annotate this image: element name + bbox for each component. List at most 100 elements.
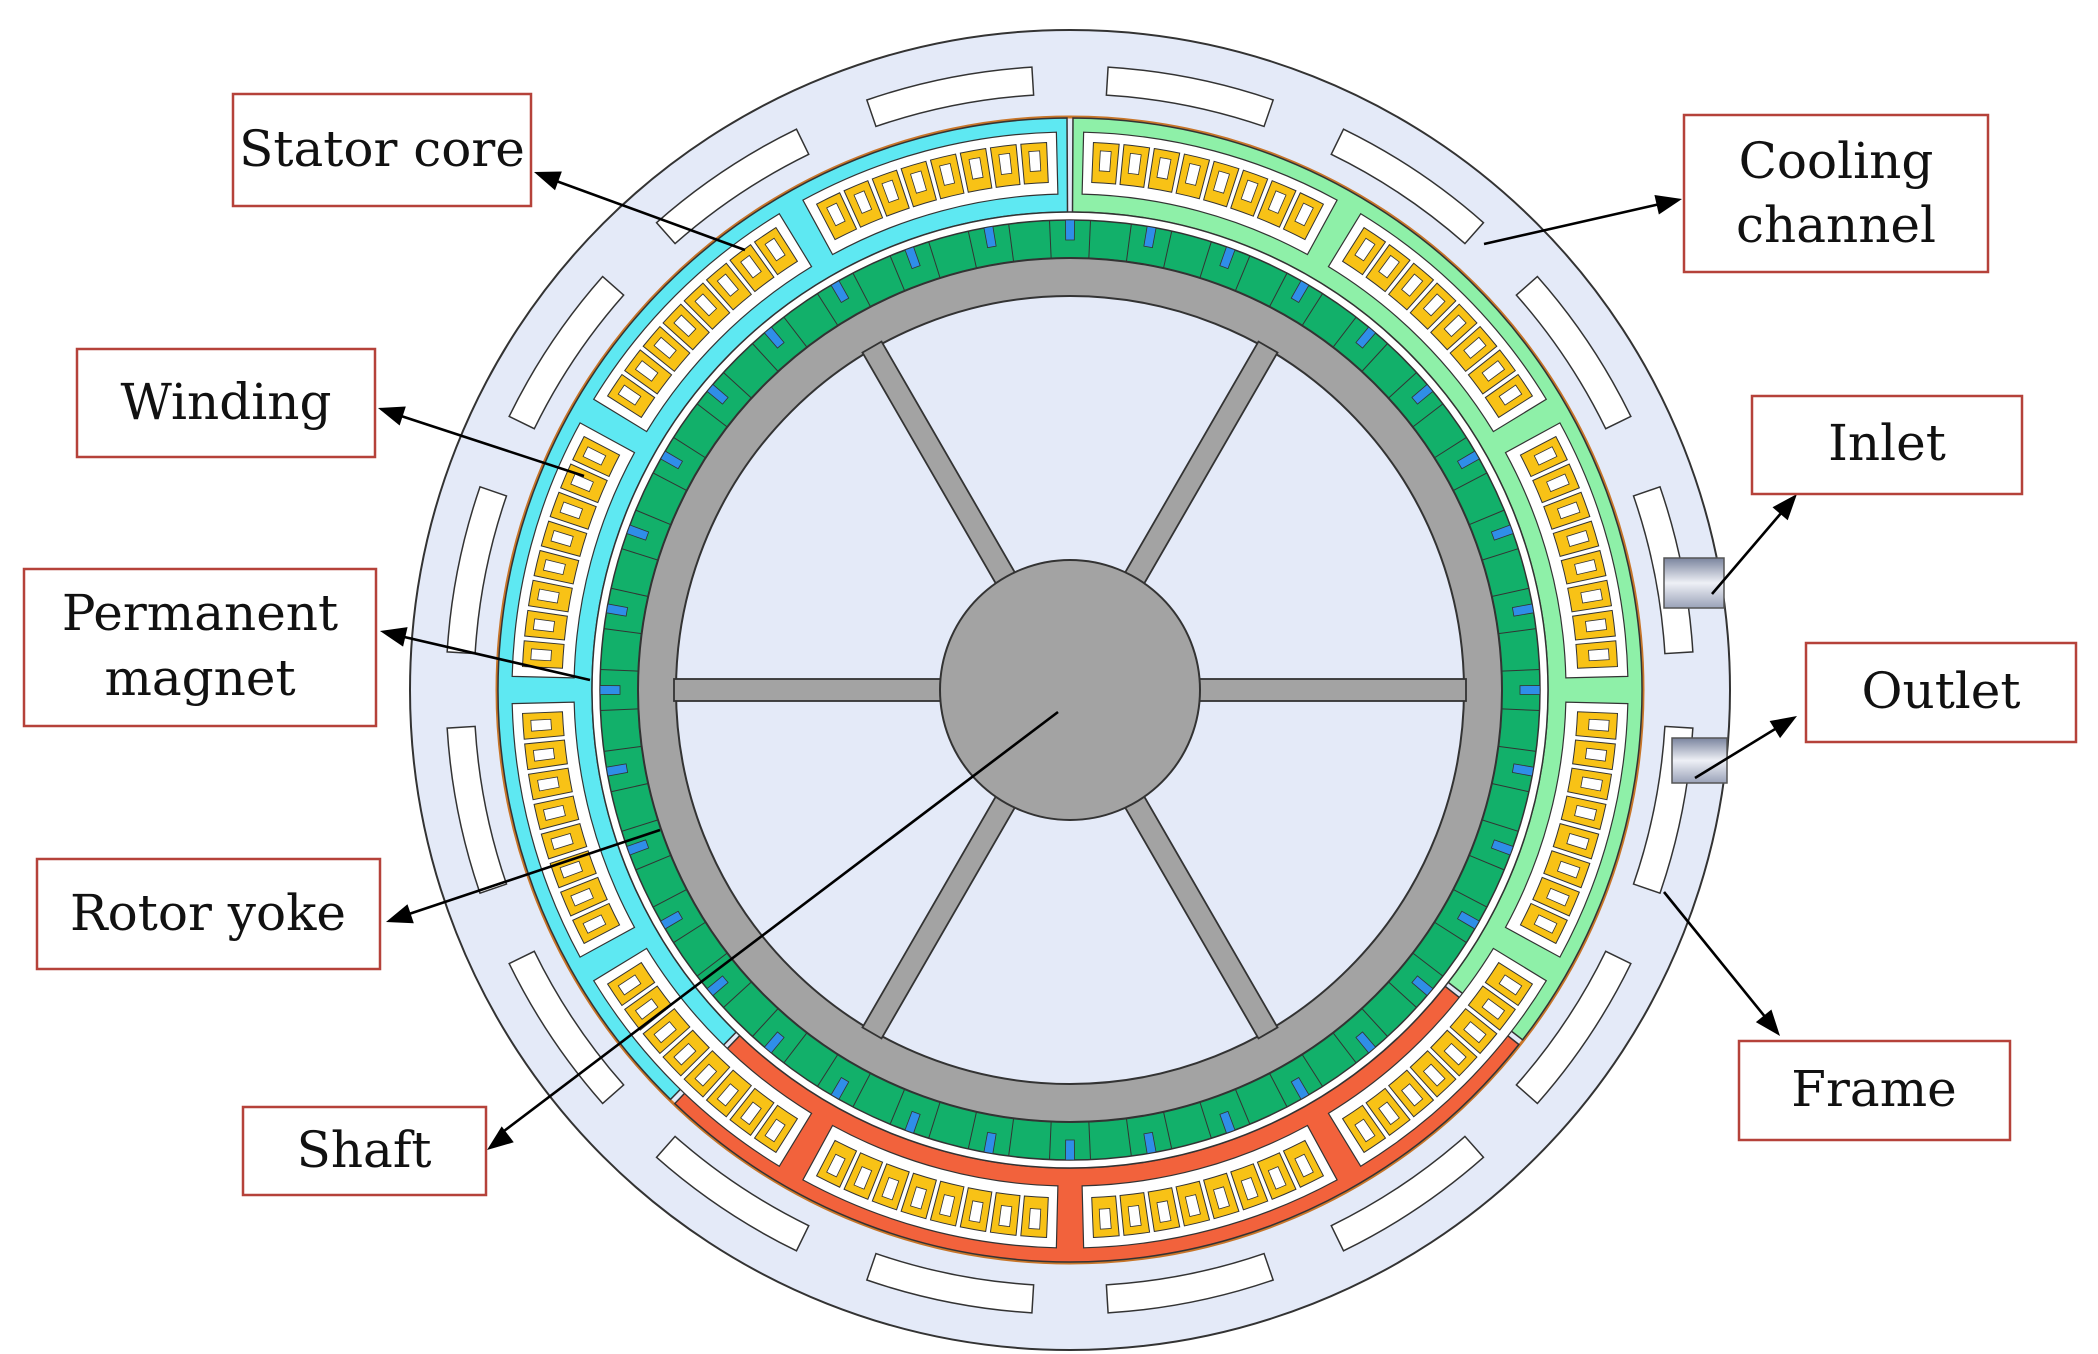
- magnet-spacer: [706, 383, 729, 405]
- outlet-label-box: [1804, 641, 2078, 744]
- magnet-divider: [928, 241, 941, 279]
- magnet-divider: [1412, 403, 1444, 428]
- magnet-divider: [752, 1008, 779, 1037]
- winding-slot-insulation: [1463, 1021, 1487, 1044]
- winding-slot-insulation: [1184, 162, 1201, 186]
- winding-label-box: [75, 347, 377, 459]
- magnet-spacer: [1456, 450, 1480, 470]
- magnet-divider: [1481, 819, 1519, 832]
- winding-slot-insulation: [653, 336, 677, 359]
- cooling-channel: [865, 66, 1035, 128]
- cooling-channel-label-line2: channel: [1736, 196, 1936, 254]
- winding-slot-insulation: [617, 384, 642, 406]
- magnet-divider: [817, 1054, 839, 1087]
- winding-slot-insulation: [542, 559, 566, 576]
- winding-slot-insulation: [1481, 360, 1506, 382]
- winding-slot-insulation: [1028, 1208, 1042, 1230]
- rotor-yoke-label: Rotor yoke: [35, 857, 382, 971]
- magnet-divider: [673, 437, 706, 459]
- magnet-divider: [1125, 223, 1132, 262]
- winding-slot-insulation: [1267, 190, 1287, 214]
- winding-slot-insulation: [910, 170, 927, 194]
- winding-slot-insulation: [1401, 273, 1424, 297]
- magnet-divider: [1163, 1111, 1173, 1149]
- magnet-spacer-group: [599, 219, 1541, 1161]
- magnet-spacer: [1065, 219, 1075, 241]
- winding-slot-insulation: [1354, 237, 1376, 262]
- winding-slot-insulation: [826, 202, 846, 227]
- winding-slot-insulation: [1378, 1101, 1400, 1126]
- magnet-spacer: [1219, 246, 1236, 270]
- inlet-leader: [1711, 511, 1783, 595]
- winding-slot-insulation: [673, 314, 697, 338]
- stator: [495, 115, 1645, 1265]
- magnet-divider: [652, 472, 688, 491]
- winding-slot-insulation: [1422, 293, 1446, 317]
- magnet-divider: [1332, 1032, 1357, 1064]
- cooling-channel-label-line1: Cooling: [1739, 132, 1934, 190]
- magnet-divider: [635, 854, 672, 871]
- magnet-spacer: [1143, 1131, 1157, 1155]
- winding-slot-insulation: [764, 237, 786, 262]
- cooling-channel: [508, 275, 625, 430]
- magnet-divider: [889, 255, 906, 292]
- shaft-label: Shaft: [241, 1105, 488, 1197]
- winding-slot-insulation: [1127, 1205, 1142, 1228]
- magnet-divider: [1361, 343, 1388, 372]
- magnet-divider: [1501, 669, 1540, 672]
- magnet-spacer: [1411, 975, 1434, 997]
- magnet-divider: [621, 819, 659, 832]
- magnet-spacer: [660, 910, 684, 930]
- winding-slot-insulation: [550, 530, 574, 547]
- inlet-label-text: Inlet: [1828, 414, 1946, 472]
- cooling-channel: [1515, 275, 1632, 430]
- winding-slot-insulation: [1546, 887, 1570, 907]
- winding-slot-insulation: [1213, 1186, 1230, 1210]
- cooling-channel: [1632, 485, 1694, 655]
- magnet-spacer: [763, 1031, 785, 1054]
- winding-slot-insulation: [1585, 747, 1608, 762]
- permanent-magnet-label-line2: magnet: [104, 649, 295, 707]
- winding-slot-insulation: [1443, 1042, 1467, 1066]
- cooling-channel-label: Cooling channel: [1682, 113, 1990, 274]
- winding-slot-insulation: [740, 254, 762, 279]
- magnet-spacer: [1519, 685, 1541, 695]
- magnet-divider: [696, 952, 728, 977]
- winding-slot-insulation: [998, 1205, 1013, 1228]
- magnet-spacer: [830, 280, 850, 304]
- magnet-divider: [696, 403, 728, 428]
- winding-slot-insulation: [1574, 559, 1598, 576]
- cooling-channel: [655, 128, 810, 245]
- shaft-label-box: [241, 1105, 488, 1197]
- winding-slot-insulation: [1294, 202, 1314, 227]
- magnet-divider: [1452, 889, 1488, 908]
- magnet-divider: [1434, 437, 1467, 459]
- magnet-divider: [1498, 628, 1537, 635]
- winding-slot-insulation: [1556, 860, 1581, 879]
- outlet-leader: [1694, 724, 1781, 780]
- magnet-spacer: [904, 246, 921, 270]
- magnet-divider: [1199, 1101, 1212, 1139]
- magnet-divider: [611, 587, 649, 597]
- winding-slot-insulation: [530, 718, 552, 732]
- winding-slot-insulation: [1556, 501, 1581, 520]
- rotor-yoke-label-box: [35, 857, 382, 971]
- winding-slot-insulation: [1498, 974, 1523, 996]
- magnet-divider: [752, 343, 779, 372]
- winding-slot-insulation: [559, 501, 584, 520]
- cooling-channel: [1105, 1252, 1275, 1314]
- magnet-divider: [723, 372, 752, 399]
- outlet-label-text: Outlet: [1862, 662, 2021, 720]
- magnet-divider: [1388, 981, 1417, 1008]
- winding-slot-insulation: [1585, 618, 1608, 633]
- shaft-label-text: Shaft: [297, 1121, 432, 1179]
- cooling-channel: [655, 1135, 810, 1252]
- frame-label: Frame: [1737, 1039, 2012, 1142]
- magnet-divider: [600, 669, 639, 672]
- winding-slot-insulation: [1533, 446, 1558, 466]
- magnet-divider: [967, 1111, 977, 1149]
- magnet-spacer: [830, 1076, 850, 1100]
- magnet-spacer: [1511, 603, 1535, 617]
- winding-slot-insulation: [939, 162, 956, 186]
- magnet-divider: [1388, 372, 1417, 399]
